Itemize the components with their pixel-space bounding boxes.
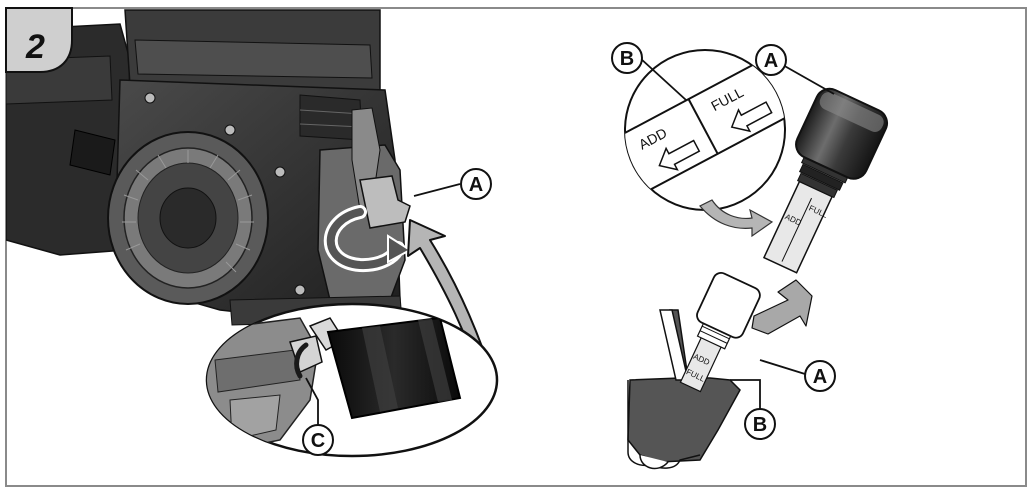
svg-text:B: B (753, 414, 767, 436)
svg-text:C: C (311, 430, 325, 452)
push-arrow-icon (751, 279, 813, 335)
callout-a-dipstick-inserted: A (804, 360, 836, 392)
callout-b-inserted: B (744, 408, 776, 440)
callout-lines (305, 57, 835, 434)
dipstick-inserted-section: ADD FULL (627, 272, 761, 470)
dipstick-magnified-inset: ADD FULL (624, 49, 786, 211)
svg-text:A: A (813, 366, 827, 388)
turn-arrow-icon (323, 205, 412, 273)
callout-a-engine: A (460, 168, 492, 200)
magnify-arrow-icon (699, 199, 774, 238)
svg-text:A: A (469, 174, 483, 196)
callout-c-oil: C (302, 424, 334, 456)
dipstick-illustration: ADD FULL (762, 87, 889, 274)
oil-pour-inset (205, 302, 499, 458)
callout-a-dipstick-top: A (755, 44, 787, 76)
svg-text:B: B (620, 48, 634, 70)
engine-illustration (6, 9, 411, 326)
step-number: 2 (25, 28, 45, 66)
callout-b-top: B (611, 42, 643, 74)
step-badge: 2 (5, 7, 73, 73)
svg-text:A: A (764, 50, 778, 72)
